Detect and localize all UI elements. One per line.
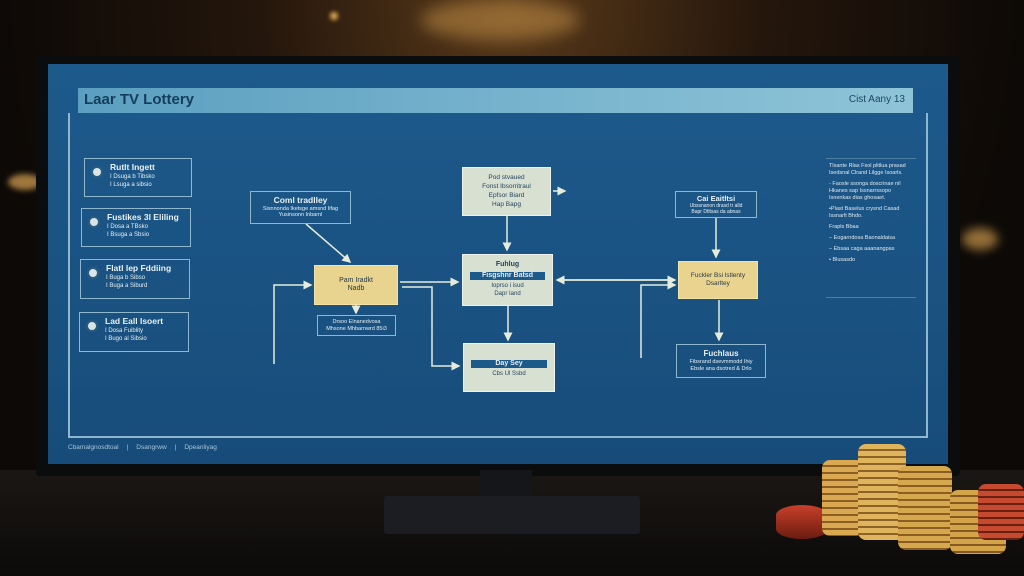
monitor-base [384,496,640,534]
arrow [273,280,313,364]
title-bar: Laar TV Lottery Cist Aany 13 [78,88,913,113]
divider: | [126,444,129,451]
chandelier-glow [420,0,580,40]
background-light [8,174,42,190]
app-title: Laar TV Lottery [84,91,195,108]
ceiling-light [330,12,338,20]
version-label: Cist Aany 13 [848,94,905,105]
circle-icon [88,216,100,228]
divider: | [174,444,177,451]
diagram-frame [68,113,928,438]
circle-icon [86,320,98,332]
background-light [962,228,998,250]
footer-item[interactable]: Dsangrww [136,444,167,451]
arrow [640,280,677,358]
arrow [402,286,461,371]
arrow [305,223,352,263]
footer-item[interactable]: Cbamalgnosdtoal [68,444,119,451]
footer-item[interactable]: Dpeanliyag [184,444,217,451]
notes-panel: Tlsante Rlas Fsol plitlua prasad Isedsna… [826,158,916,298]
status-footer: Cbamalgnosdtoal | Dsangrww | Dpeanliyag [68,444,217,451]
circle-icon [91,166,103,178]
circle-icon [87,267,99,279]
